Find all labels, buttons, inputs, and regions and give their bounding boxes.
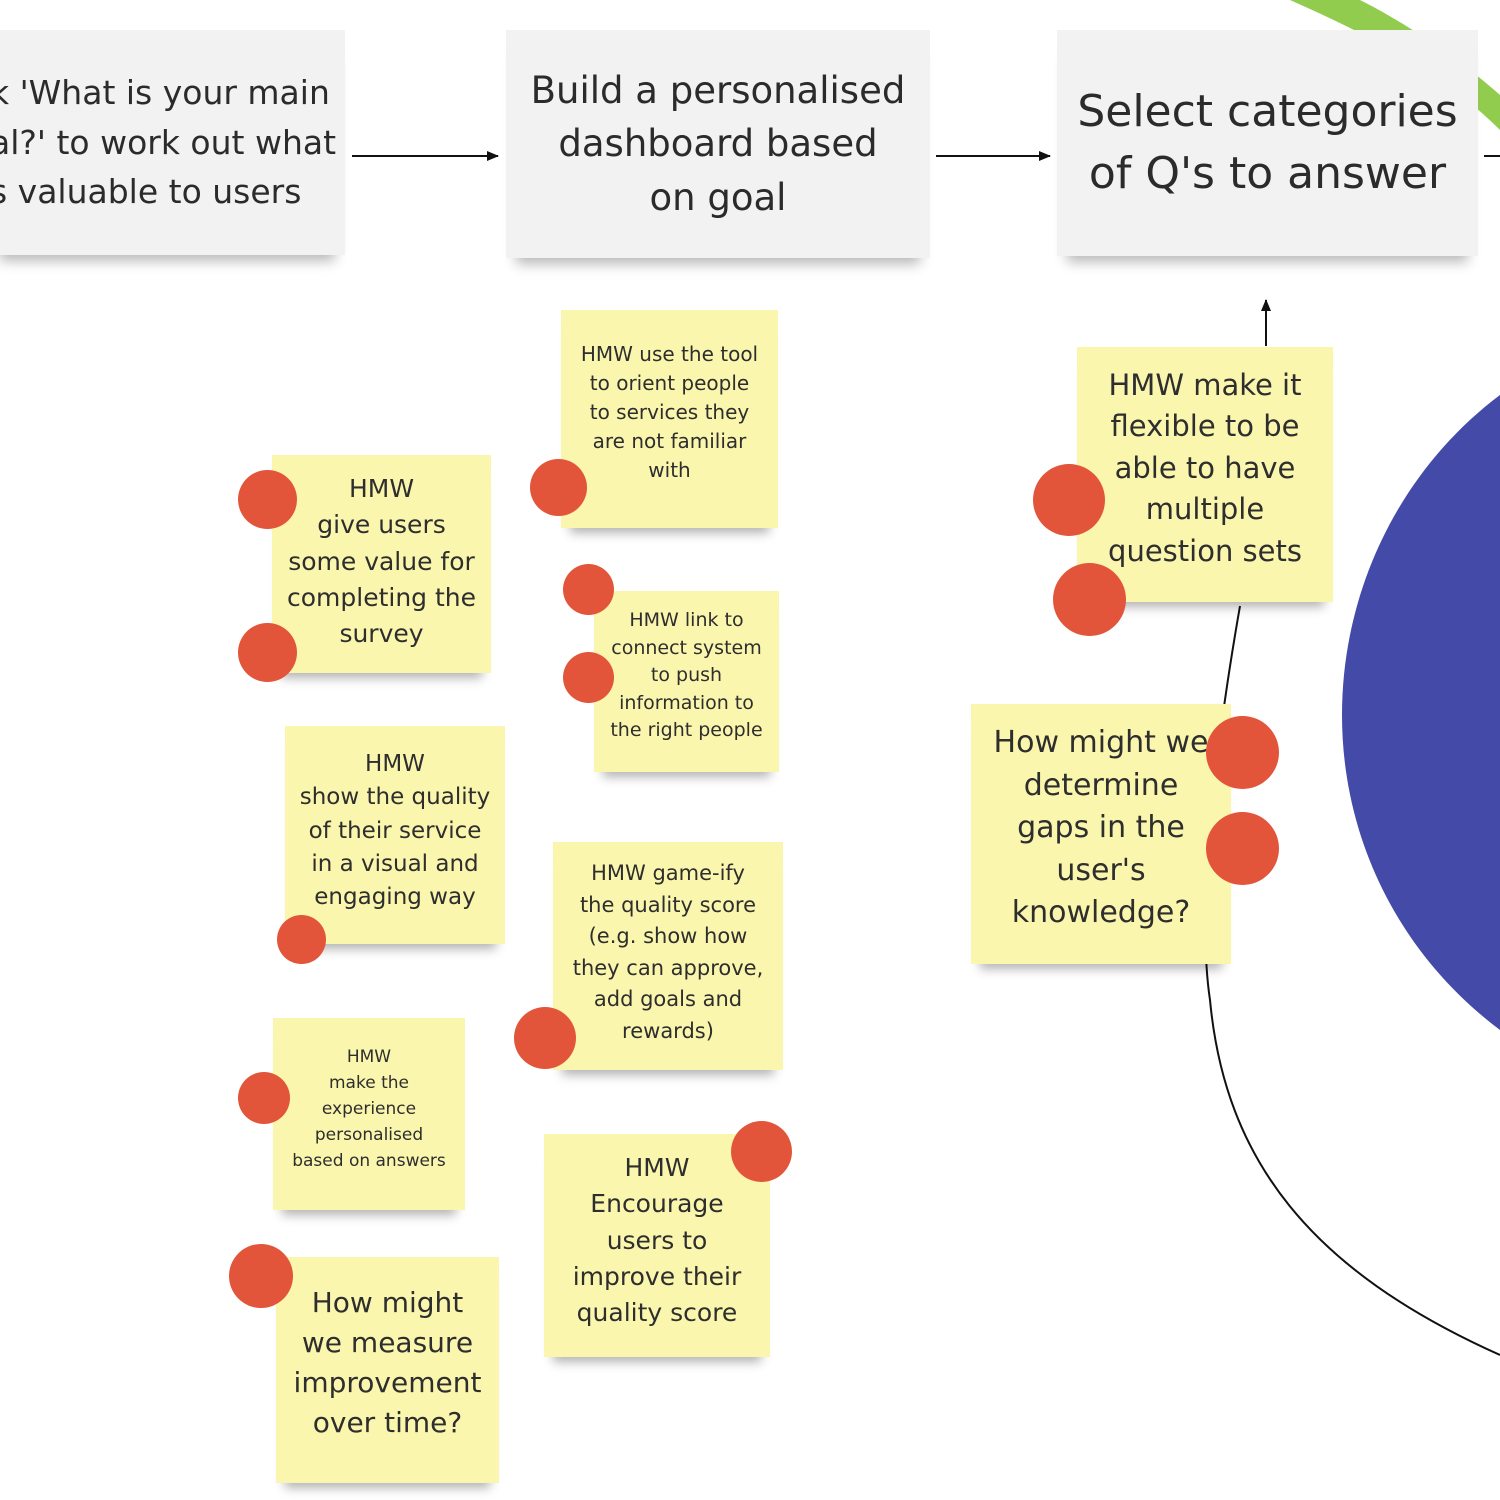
vote-dot[interactable] — [514, 1007, 576, 1069]
sticky-gaps[interactable]: How might we determine gaps in the user'… — [971, 704, 1231, 964]
sticky-link-system[interactable]: HMW link to connect system to push infor… — [594, 591, 779, 772]
vote-dot[interactable] — [563, 564, 614, 615]
sticky-encourage[interactable]: HMW Encourage users to improve their qua… — [544, 1134, 770, 1357]
vote-dot[interactable] — [238, 623, 297, 682]
vote-dot[interactable] — [238, 470, 297, 529]
vote-dot[interactable] — [530, 459, 587, 516]
sticky-measure[interactable]: How might we measure improvement over ti… — [276, 1257, 499, 1483]
vote-dot[interactable] — [1053, 563, 1126, 636]
vote-dot[interactable] — [563, 652, 614, 703]
sticky-show-quality[interactable]: HMW show the quality of their service in… — [285, 726, 505, 944]
card-goal-question[interactable]: k 'What is your main al?' to work out wh… — [0, 30, 345, 255]
vote-dot[interactable] — [238, 1072, 290, 1124]
sticky-gameify[interactable]: HMW game-ify the quality score (e.g. sho… — [553, 842, 783, 1070]
sticky-give-value[interactable]: HMW give users some value for completing… — [272, 455, 491, 673]
card-categories[interactable]: Select categories of Q's to answer — [1057, 30, 1478, 256]
blue-circle-shape — [1342, 395, 1500, 1030]
vote-dot[interactable] — [1206, 716, 1279, 789]
sticky-personalised[interactable]: HMW make the experience personalised bas… — [273, 1018, 465, 1210]
sticky-orient-people[interactable]: HMW use the tool to orient people to ser… — [561, 310, 778, 528]
card-dashboard[interactable]: Build a personalised dashboard based on … — [506, 30, 930, 258]
sticky-flexible[interactable]: HMW make it flexible to be able to have … — [1077, 347, 1333, 602]
vote-dot[interactable] — [731, 1121, 792, 1182]
vote-dot[interactable] — [277, 915, 326, 964]
vote-dot[interactable] — [229, 1244, 293, 1308]
vote-dot[interactable] — [1206, 812, 1279, 885]
vote-dot[interactable] — [1033, 464, 1105, 536]
